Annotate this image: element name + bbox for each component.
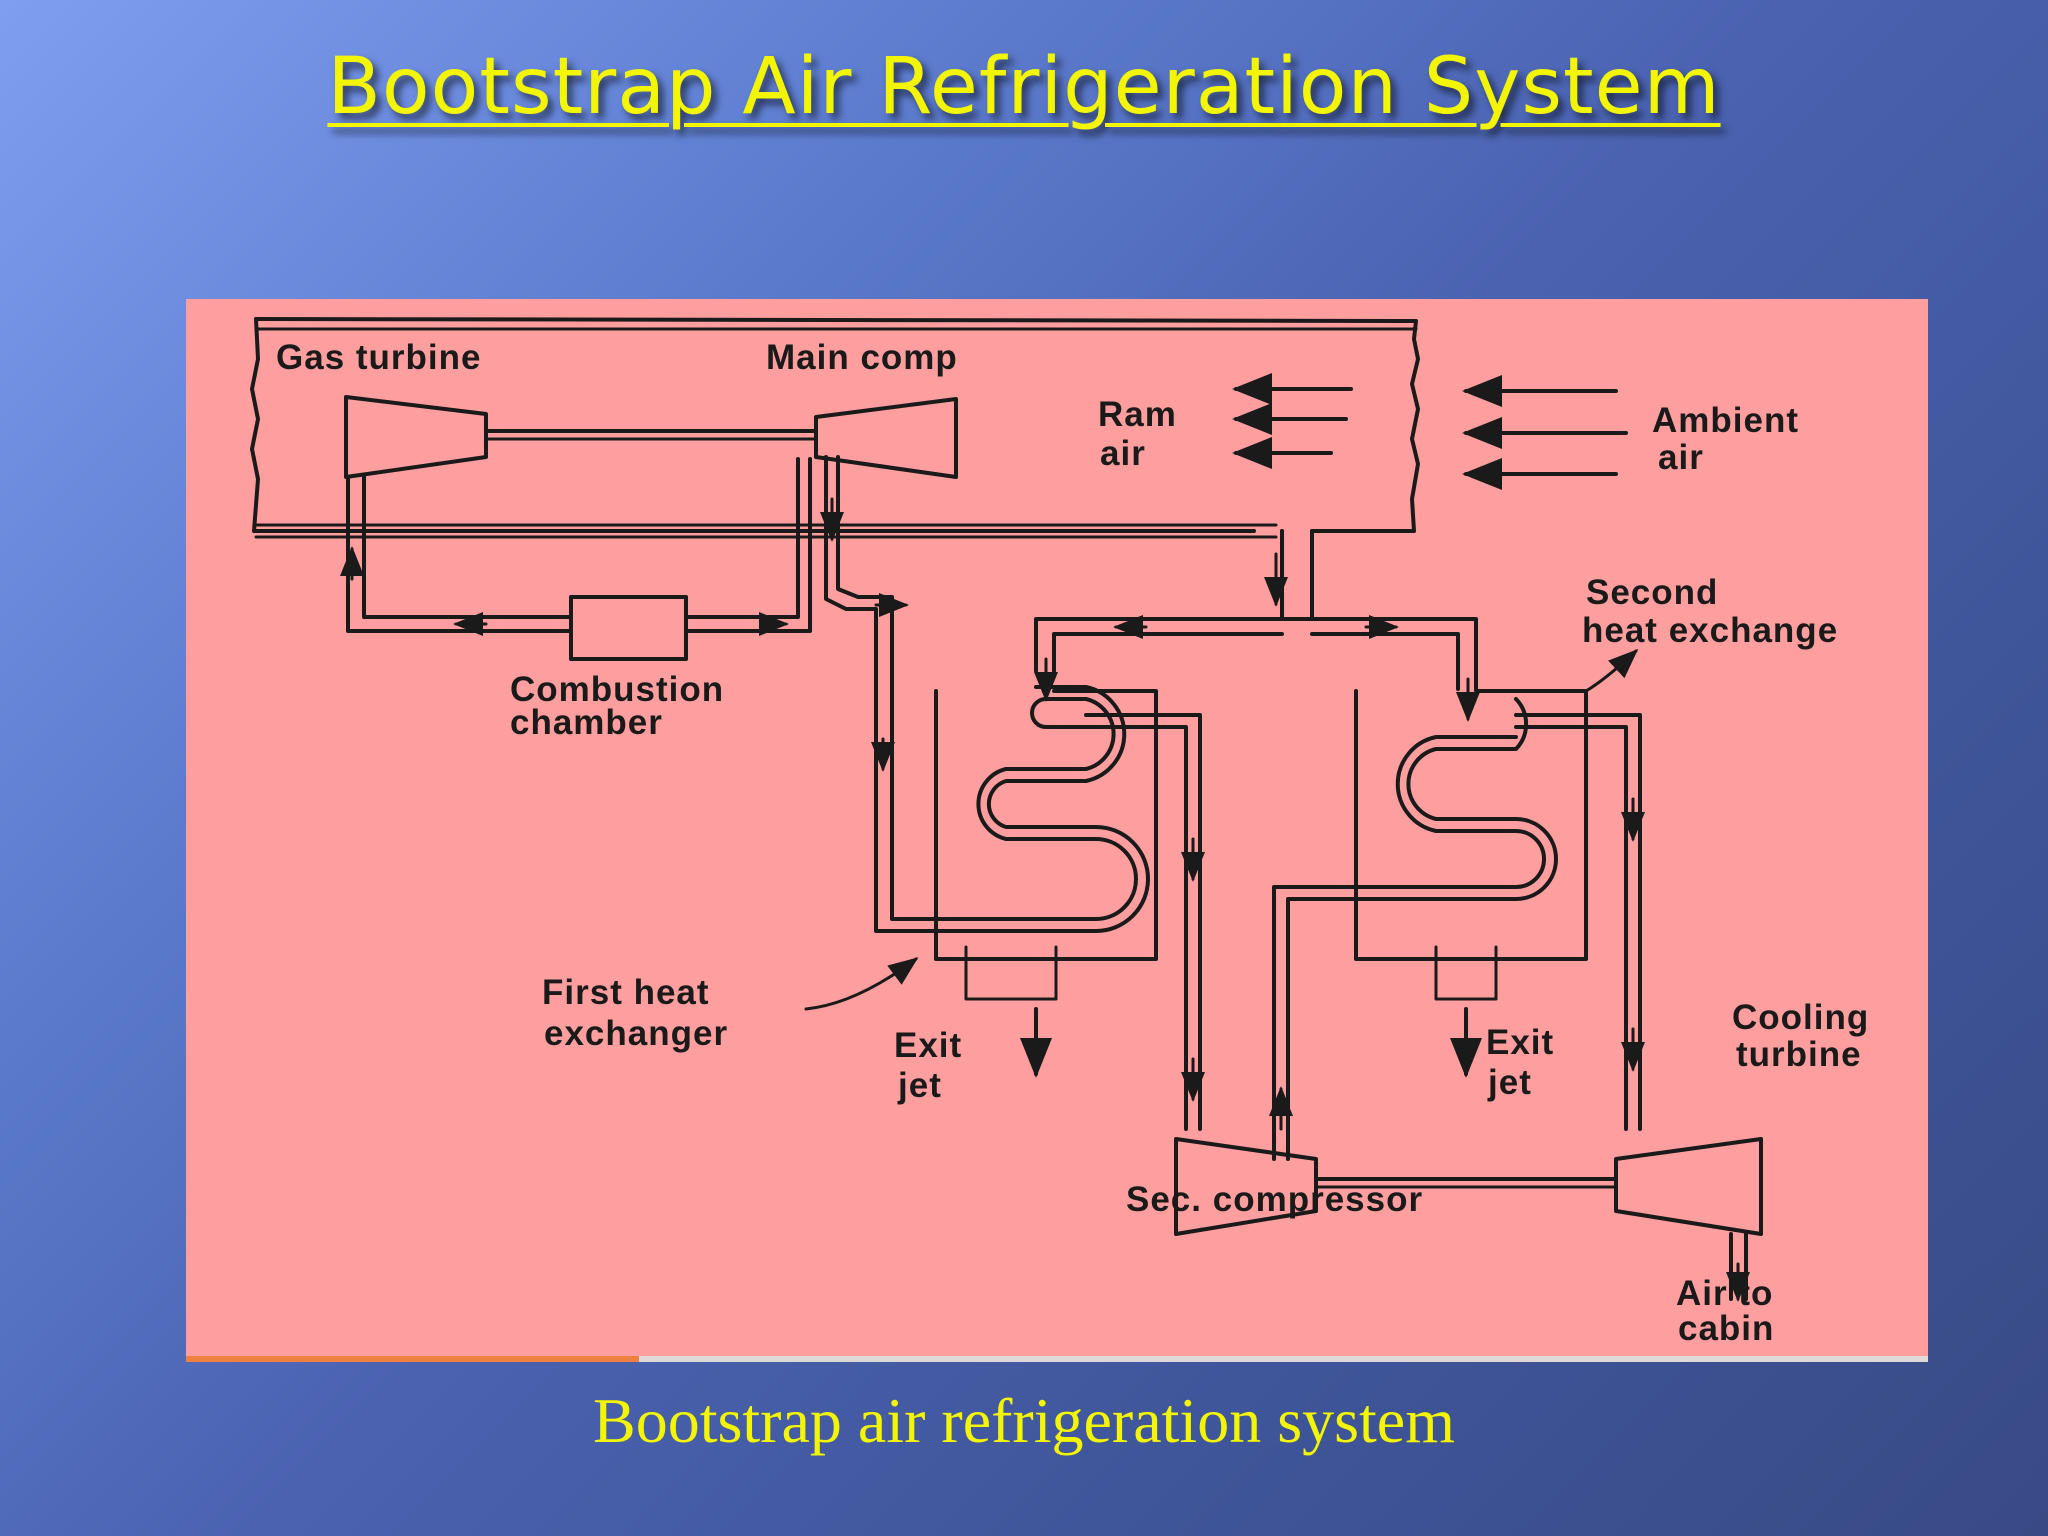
label-ram-air-2: air	[1100, 434, 1146, 473]
label-gas-turbine: Gas turbine	[276, 338, 481, 377]
secondary-compressor-shape	[1174, 1137, 1318, 1236]
label-ambient-air-2: air	[1658, 438, 1704, 477]
label-ram-air-1: Ram	[1098, 395, 1177, 434]
label-sec-compressor: Sec. compressor	[1126, 1180, 1423, 1219]
refrigeration-schematic: Gas turbine Main comp Ram air Ambient ai…	[250, 317, 1869, 1348]
slide-title: Bootstrap Air Refrigeration System	[327, 42, 1721, 132]
label-combustion-2: chamber	[510, 703, 663, 742]
first-heat-exchanger-box	[934, 689, 1158, 961]
combustion-chamber-shape	[569, 595, 688, 661]
engine-duct-left	[250, 317, 1254, 533]
label-exit-jet-left-2: jet	[897, 1066, 942, 1105]
label-second-hx-2: heat exchange	[1582, 611, 1838, 650]
label-air-to-cabin-2: cabin	[1678, 1309, 1774, 1348]
label-second-hx-1: Second	[1586, 573, 1718, 612]
label-main-comp: Main comp	[766, 338, 958, 377]
label-exit-jet-left-1: Exit	[894, 1026, 962, 1065]
label-air-to-cabin-1: Air to	[1676, 1274, 1773, 1313]
main-compressor-shape	[814, 397, 958, 479]
label-ambient-air-1: Ambient	[1652, 401, 1799, 440]
cooling-turbine-shape	[1614, 1137, 1763, 1236]
label-cooling-turbine-1: Cooling	[1732, 998, 1869, 1037]
label-exit-jet-right-1: Exit	[1486, 1023, 1554, 1062]
diagram-panel: Gas turbine Main comp Ram air Ambient ai…	[186, 299, 1928, 1360]
label-first-hx-1: First heat	[542, 973, 710, 1012]
label-exit-jet-right-2: jet	[1487, 1063, 1532, 1102]
second-heat-exchanger-box	[1354, 689, 1588, 961]
diagram-caption: Bootstrap air refrigeration system	[593, 1385, 1455, 1456]
label-cooling-turbine-2: turbine	[1736, 1035, 1862, 1074]
gas-turbine-shape	[344, 395, 488, 479]
panel-bottom-bar	[186, 1356, 1928, 1362]
label-combustion-1: Combustion	[510, 670, 724, 709]
label-first-hx-2: exchanger	[544, 1014, 728, 1053]
